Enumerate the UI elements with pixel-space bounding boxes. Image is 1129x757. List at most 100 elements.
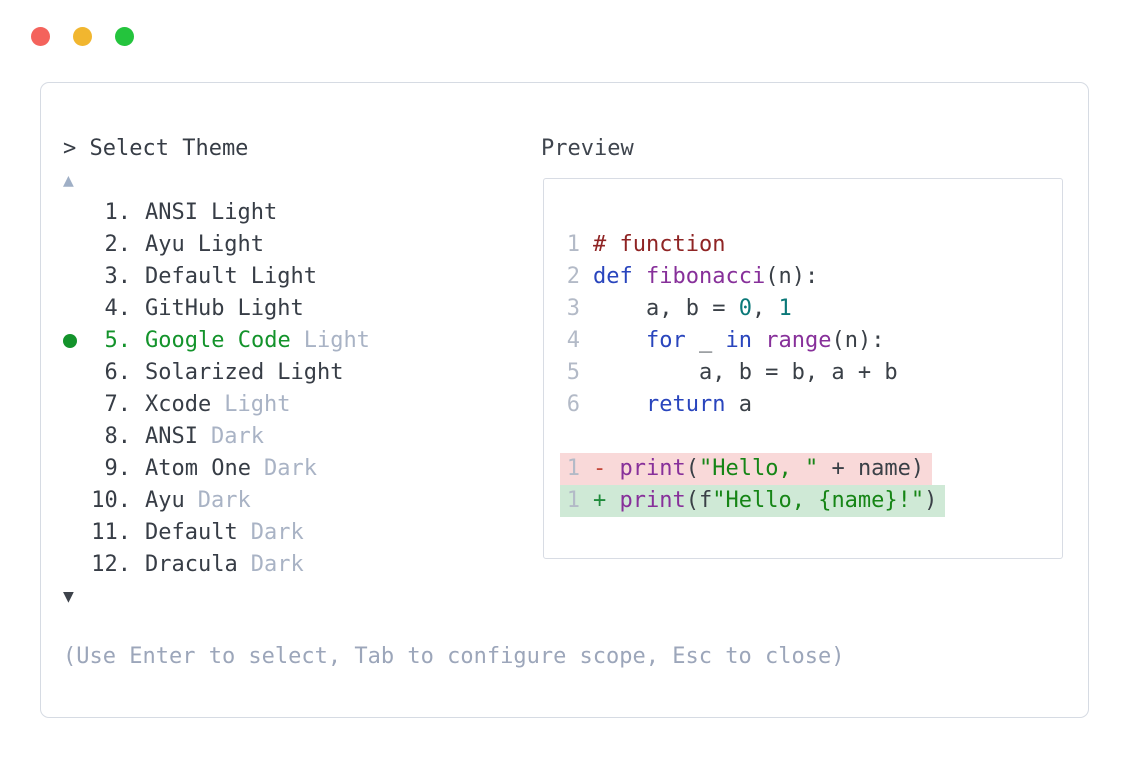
- traffic-lights: [31, 27, 134, 46]
- code-token-keyword: in: [725, 328, 752, 353]
- diff-highlight-added: 1 + print(f"Hello, {name}!"): [560, 485, 946, 517]
- code-token-keyword: def: [593, 264, 633, 289]
- code-token-func: print: [619, 456, 686, 481]
- code-token-comment: # function: [593, 232, 726, 257]
- code-line: 1# function: [566, 229, 1044, 261]
- theme-item[interactable]: 9. Atom One Dark: [63, 453, 844, 485]
- code-token-plain: [593, 328, 646, 353]
- theme-item[interactable]: 10. Ayu Dark: [63, 485, 844, 517]
- theme-item-name: ANSI: [145, 424, 198, 449]
- theme-item-variant: Light: [237, 296, 304, 321]
- code-token-keyword: return: [645, 392, 726, 417]
- theme-item-name: Ayu: [145, 232, 185, 257]
- theme-item-number: 8.: [104, 424, 132, 449]
- bullet-cell: [63, 302, 91, 316]
- code-line: 5 a, b = b, a + b: [566, 357, 1044, 389]
- theme-item[interactable]: 7. Xcode Light: [63, 389, 844, 421]
- traffic-light-minimize-button[interactable]: [73, 27, 92, 46]
- code-line: 6 return a: [566, 389, 1044, 421]
- theme-item-name: Default: [145, 264, 238, 289]
- code-token-plain: ): [924, 488, 938, 513]
- line-number: 2: [566, 264, 580, 289]
- bullet-cell: [63, 334, 91, 348]
- traffic-light-close-button[interactable]: [31, 27, 50, 46]
- theme-item[interactable]: 11. Default Dark: [63, 517, 844, 549]
- code-token-func: print: [619, 488, 686, 513]
- theme-item[interactable]: 5. Google Code Light: [63, 325, 844, 357]
- code-token-number: 1: [778, 296, 792, 321]
- theme-item-variant: Light: [303, 328, 370, 353]
- theme-item-name: Dracula: [145, 552, 238, 577]
- bullet-cell: [63, 462, 91, 476]
- diff-block: 1- print("Hello, " + name)1+ print(f"Hel…: [560, 453, 1044, 517]
- bullet-cell: [63, 430, 91, 444]
- line-number: 5: [566, 360, 580, 385]
- line-number: 1: [566, 488, 580, 513]
- theme-item[interactable]: 6. Solarized Light: [63, 357, 844, 389]
- theme-item-number: 12.: [91, 552, 131, 577]
- theme-item-variant: Light: [250, 264, 317, 289]
- diff-gap: [566, 421, 1044, 453]
- theme-item[interactable]: 3. Default Light: [63, 261, 844, 293]
- theme-item[interactable]: 12. Dracula Dark: [63, 549, 844, 581]
- line-number: 3: [566, 296, 580, 321]
- code-token-number: 0: [738, 296, 752, 321]
- code-token-string: "Hello, {name}!": [712, 488, 925, 513]
- theme-item-name: Ayu: [145, 488, 185, 513]
- code-token-plain: (f: [685, 488, 713, 513]
- theme-item-name: Atom One: [145, 456, 251, 481]
- code-token-plain: (n):: [765, 264, 819, 289]
- code-token-plain: a, b = b, a + b: [593, 360, 898, 385]
- theme-item-number: 5.: [104, 328, 132, 353]
- theme-item-name: ANSI: [145, 200, 198, 225]
- theme-item-number: 9.: [104, 456, 132, 481]
- theme-item-variant: Light: [210, 200, 278, 225]
- line-number: 4: [566, 328, 580, 353]
- code-line: 2 def fibonacci(n):: [566, 261, 1044, 293]
- bullet-cell: [63, 494, 91, 508]
- code-token-func: fibonacci: [646, 264, 766, 289]
- code-token-plain: (: [685, 456, 699, 481]
- theme-item-name: Google Code: [145, 328, 291, 353]
- code-token-plain: + name): [818, 456, 925, 481]
- code-line: 4 for _ in range(n):: [566, 325, 1044, 357]
- theme-item-number: 4.: [104, 296, 132, 321]
- theme-item-variant: Light: [224, 392, 291, 417]
- theme-item[interactable]: 1. ANSI Light: [63, 197, 844, 229]
- code-token-plain: a, b =: [593, 296, 739, 321]
- diff-highlight-removed: 1- print("Hello, " + name): [560, 453, 933, 485]
- theme-item[interactable]: 8. ANSI Dark: [63, 421, 844, 453]
- theme-item-number: 11.: [91, 520, 131, 545]
- bullet-cell: [63, 558, 91, 572]
- traffic-light-maximize-button[interactable]: [115, 27, 134, 46]
- theme-selector-panel: > Select Theme ▲ 1. ANSI Light 2. Ayu Li…: [40, 82, 1089, 718]
- theme-item-name: GitHub: [145, 296, 225, 321]
- theme-item[interactable]: 4. GitHub Light: [63, 293, 844, 325]
- selected-indicator-icon: [63, 334, 77, 348]
- code-token-keyword: for: [645, 328, 686, 353]
- theme-item-variant: Dark: [263, 456, 317, 481]
- code-token-minus: -: [593, 456, 620, 481]
- theme-item-number: 3.: [104, 264, 132, 289]
- code-token-plus: +: [593, 488, 620, 513]
- diff-line-removed: 1- print("Hello, " + name): [560, 453, 1044, 485]
- theme-item-variant: Light: [277, 360, 344, 385]
- theme-selector-column: > Select Theme ▲ 1. ANSI Light 2. Ayu Li…: [63, 133, 844, 673]
- bullet-cell: [63, 398, 91, 412]
- code-token-plain: a: [725, 392, 752, 417]
- code-token-plain: ,: [751, 296, 779, 321]
- scroll-down-icon[interactable]: ▼: [63, 586, 74, 607]
- line-number: 6: [566, 392, 580, 417]
- theme-item-number: 2.: [104, 232, 132, 257]
- preview-label: Preview: [541, 136, 634, 161]
- prompt-label: > Select Theme: [63, 136, 249, 161]
- theme-item[interactable]: 2. Ayu Light: [63, 229, 844, 261]
- theme-item-number: 7.: [104, 392, 132, 417]
- theme-item-number: 10.: [91, 488, 131, 513]
- bullet-cell: [63, 366, 91, 380]
- bullet-cell: [63, 238, 91, 252]
- theme-item-variant: Dark: [210, 424, 264, 449]
- scroll-up-icon[interactable]: ▲: [63, 170, 74, 191]
- code-token-plain: (n):: [831, 328, 885, 353]
